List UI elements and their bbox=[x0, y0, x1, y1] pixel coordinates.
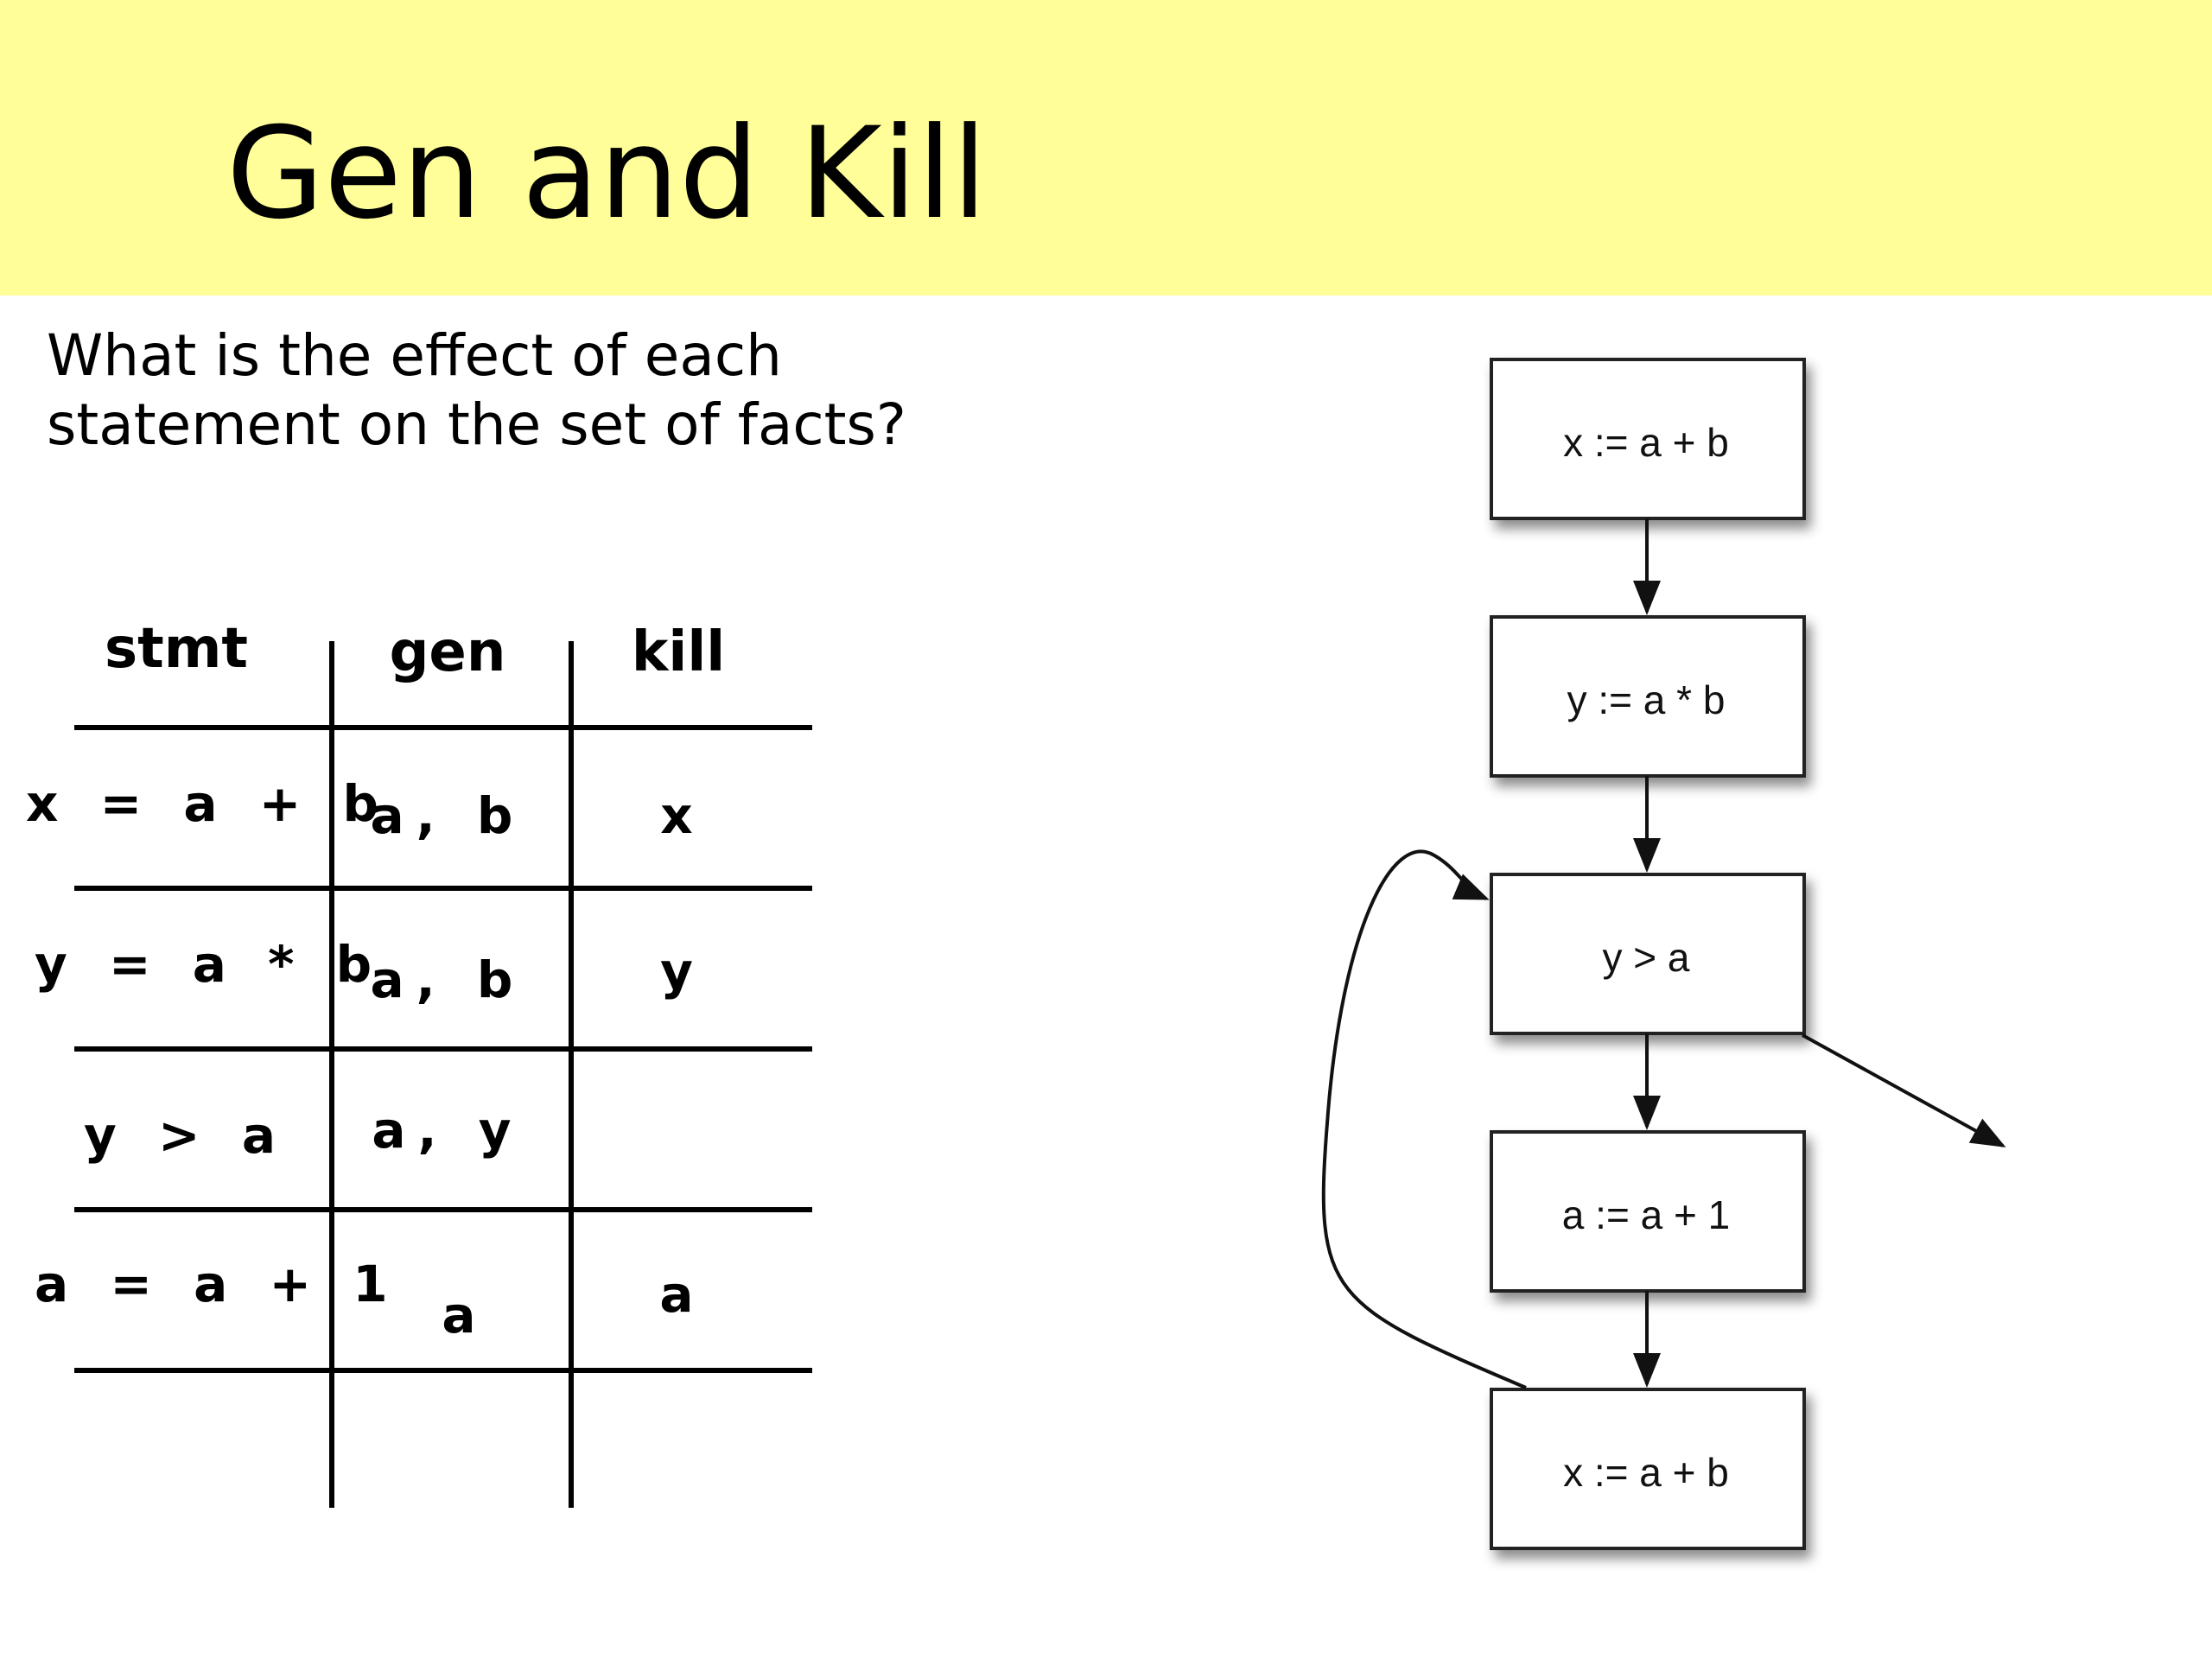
question-line-1: What is the effect of each bbox=[47, 322, 782, 389]
table-cell-gen-3: a, y bbox=[372, 1101, 524, 1160]
table-header-kill: kill bbox=[631, 620, 726, 684]
cfg-node-5-label: x := a + b bbox=[1563, 1450, 1729, 1495]
cfg-node-3 bbox=[1490, 873, 1806, 1035]
slide-title: Gen and Kill bbox=[226, 100, 988, 247]
question-text: What is the effect of each statement on … bbox=[47, 321, 1084, 460]
table-cell-gen-2: a, b bbox=[370, 950, 525, 1009]
cfg-node-4 bbox=[1490, 1130, 1806, 1293]
table-header-gen: gen bbox=[389, 620, 506, 684]
cfg-node-1 bbox=[1490, 358, 1806, 520]
cfg-node-2 bbox=[1490, 615, 1806, 778]
table-cell-kill-1: x bbox=[660, 786, 705, 845]
title-band bbox=[0, 0, 2212, 296]
cfg-node-3-label: y > a bbox=[1602, 935, 1689, 980]
table-cell-stmt-3: y > a bbox=[84, 1106, 288, 1165]
question-line-2: statement on the set of facts? bbox=[47, 391, 906, 458]
cfg-edge-loop-back bbox=[1321, 849, 1527, 1389]
table-header-stmt: stmt bbox=[105, 617, 248, 681]
table-cell-stmt-2: y = a * b bbox=[35, 935, 385, 994]
table-cell-gen-4: a bbox=[442, 1286, 488, 1344]
cfg-node-4-label: a := a + 1 bbox=[1562, 1192, 1730, 1237]
table-cell-kill-4: a bbox=[659, 1265, 706, 1324]
table-cell-kill-2: y bbox=[660, 942, 705, 1001]
cfg-node-5 bbox=[1490, 1388, 1806, 1550]
table-cell-gen-1: a, b bbox=[370, 786, 525, 845]
cfg-node-1-label: x := a + b bbox=[1563, 420, 1729, 465]
cfg-node-2-label: y := a * b bbox=[1567, 677, 1726, 722]
cfg-edge-exit bbox=[1802, 1033, 2006, 1147]
